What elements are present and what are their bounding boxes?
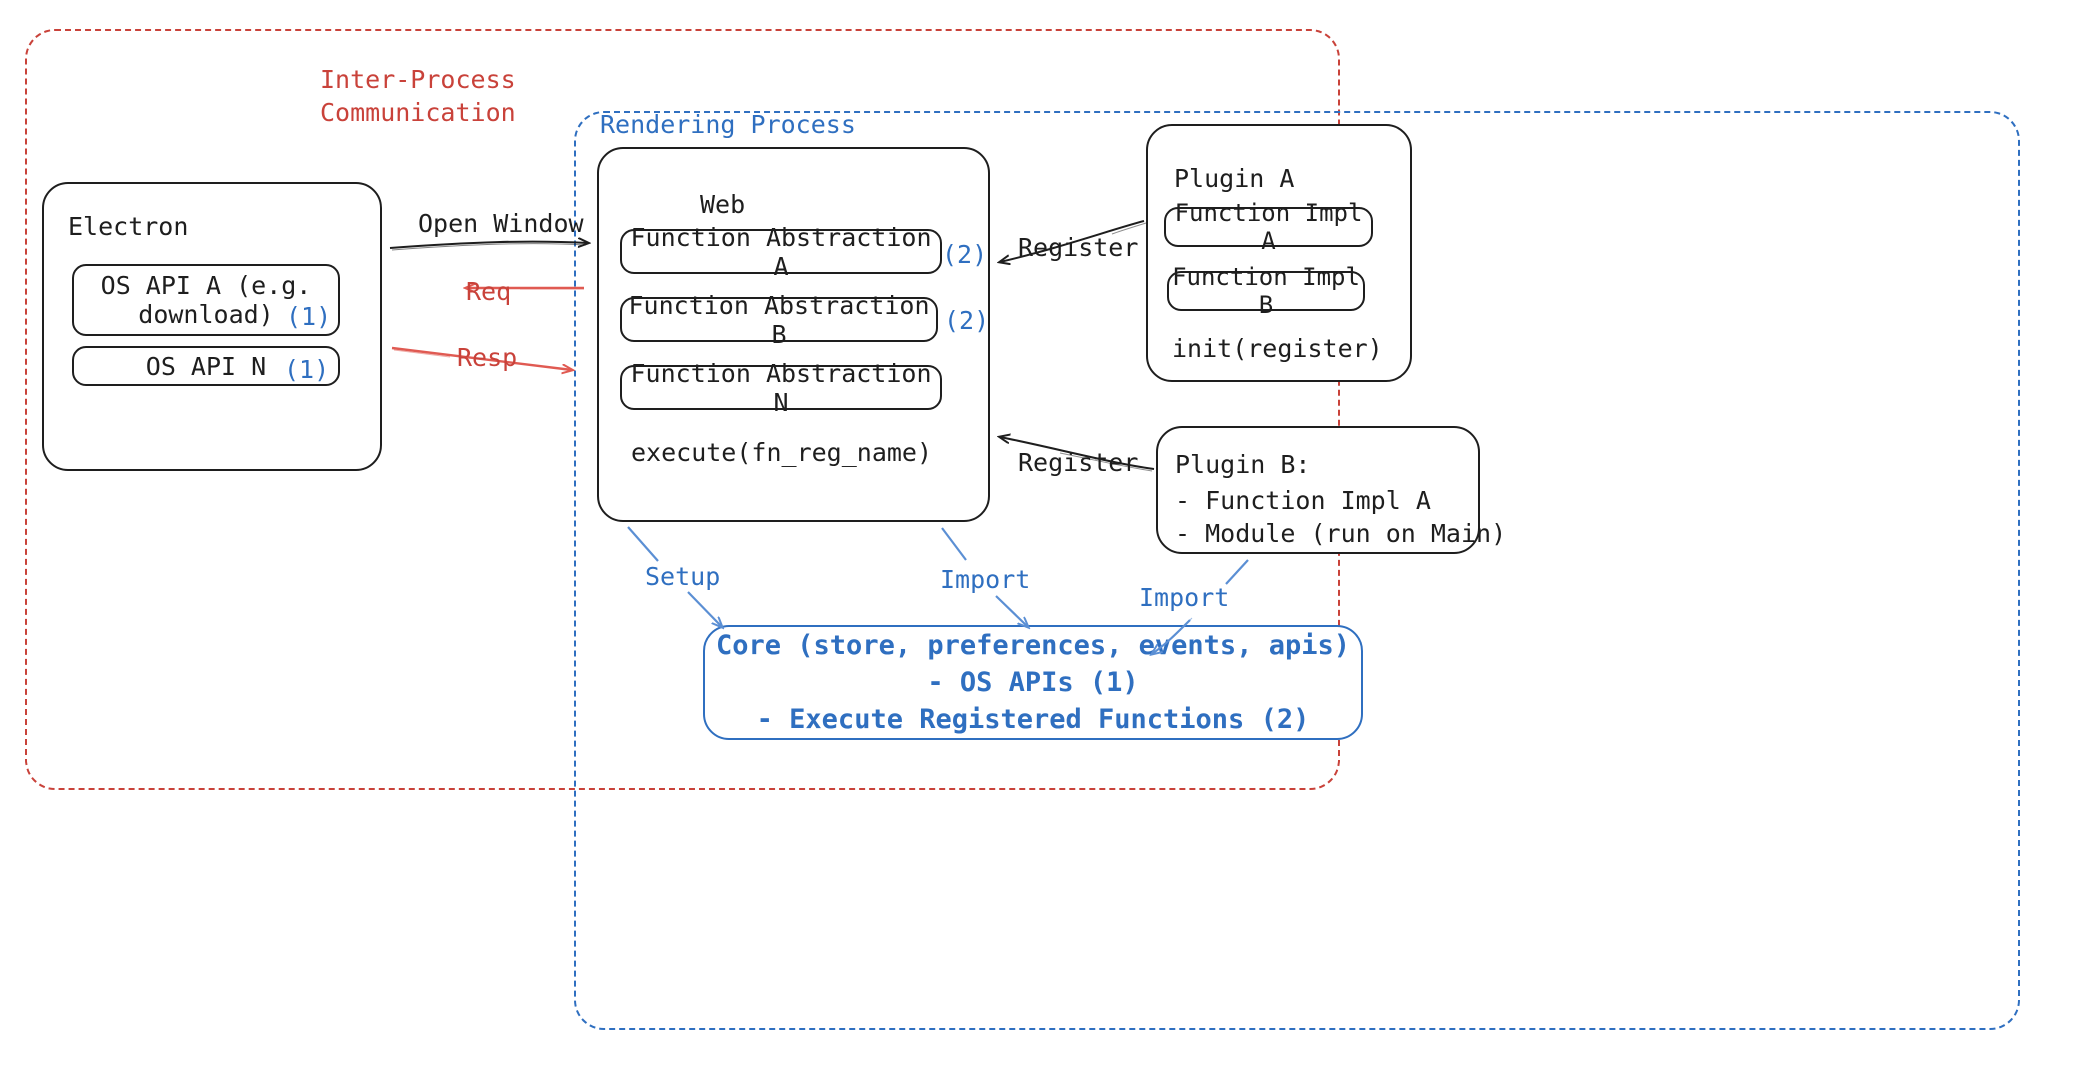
plugin-a-init-label: init(register) — [1172, 334, 1383, 363]
function-abstraction-n-box[interactable]: Function Abstraction N — [620, 359, 942, 417]
function-impl-a-box[interactable]: Function Impl A — [1164, 199, 1373, 255]
edge-label-register-plugin-a: Register — [1018, 233, 1139, 262]
edge-label-import-web: Import — [940, 565, 1031, 594]
function-abstraction-a-label: Function Abstraction A — [630, 222, 932, 281]
os-api-n-box[interactable]: OS API N — [72, 346, 340, 386]
edge-label-setup: Setup — [645, 562, 721, 591]
os-api-n-label: OS API N — [145, 351, 267, 381]
edge-label-resp: Resp — [457, 343, 518, 372]
web-execute-label: execute(fn_reg_name) — [631, 438, 933, 467]
plugin-a-box[interactable] — [1146, 124, 1412, 382]
plugin-b-line-1: - Function Impl A — [1175, 486, 1431, 515]
core-line-3: - Execute Registered Functions (2) — [756, 704, 1310, 736]
function-impl-b-label: Function Impl B — [1172, 263, 1360, 319]
os-api-a-label: OS API A (e.g. download) — [100, 271, 312, 329]
function-abstraction-b-label: Function Abstraction B — [628, 290, 930, 349]
core-line-2: - OS APIs (1) — [927, 666, 1139, 698]
edge-label-open-window: Open Window — [418, 209, 584, 238]
function-abstraction-n-label: Function Abstraction N — [630, 358, 932, 417]
os-api-n-badge: (1) — [284, 355, 330, 384]
function-abstraction-a-box[interactable]: Function Abstraction A — [620, 223, 942, 281]
core-line-1: Core (store, preferences, events, apis) — [716, 629, 1350, 661]
group-label-rendering-process: Rendering Process — [600, 110, 856, 139]
edge-label-import-plugin-b: Import — [1139, 583, 1230, 612]
os-api-a-box[interactable]: OS API A (e.g. download) — [72, 264, 340, 336]
group-rendering-process — [574, 111, 2020, 1030]
electron-title: Electron — [68, 212, 189, 241]
function-abstraction-a-badge: (2) — [942, 240, 988, 269]
plugin-a-title: Plugin A — [1174, 164, 1295, 193]
function-impl-a-label: Function Impl A — [1174, 199, 1363, 255]
web-title: Web — [700, 190, 746, 219]
core-box[interactable]: Core (store, preferences, events, apis) … — [703, 625, 1363, 740]
plugin-b-line-2: - Module (run on Main) — [1175, 519, 1507, 548]
plugin-b-title: Plugin B: — [1175, 450, 1311, 479]
function-impl-b-box[interactable]: Function Impl B — [1167, 263, 1365, 319]
group-inter-process-communication — [25, 29, 1340, 790]
group-label-ipc: Inter-Process Communication — [320, 65, 516, 127]
edge-label-register-plugin-b: Register — [1018, 448, 1139, 477]
function-abstraction-b-box[interactable]: Function Abstraction B — [620, 291, 938, 349]
os-api-a-badge: (1) — [286, 302, 332, 331]
plugin-b-box[interactable] — [1156, 426, 1480, 554]
function-abstraction-b-badge: (2) — [944, 306, 990, 335]
edge-label-req: Req — [466, 277, 512, 306]
